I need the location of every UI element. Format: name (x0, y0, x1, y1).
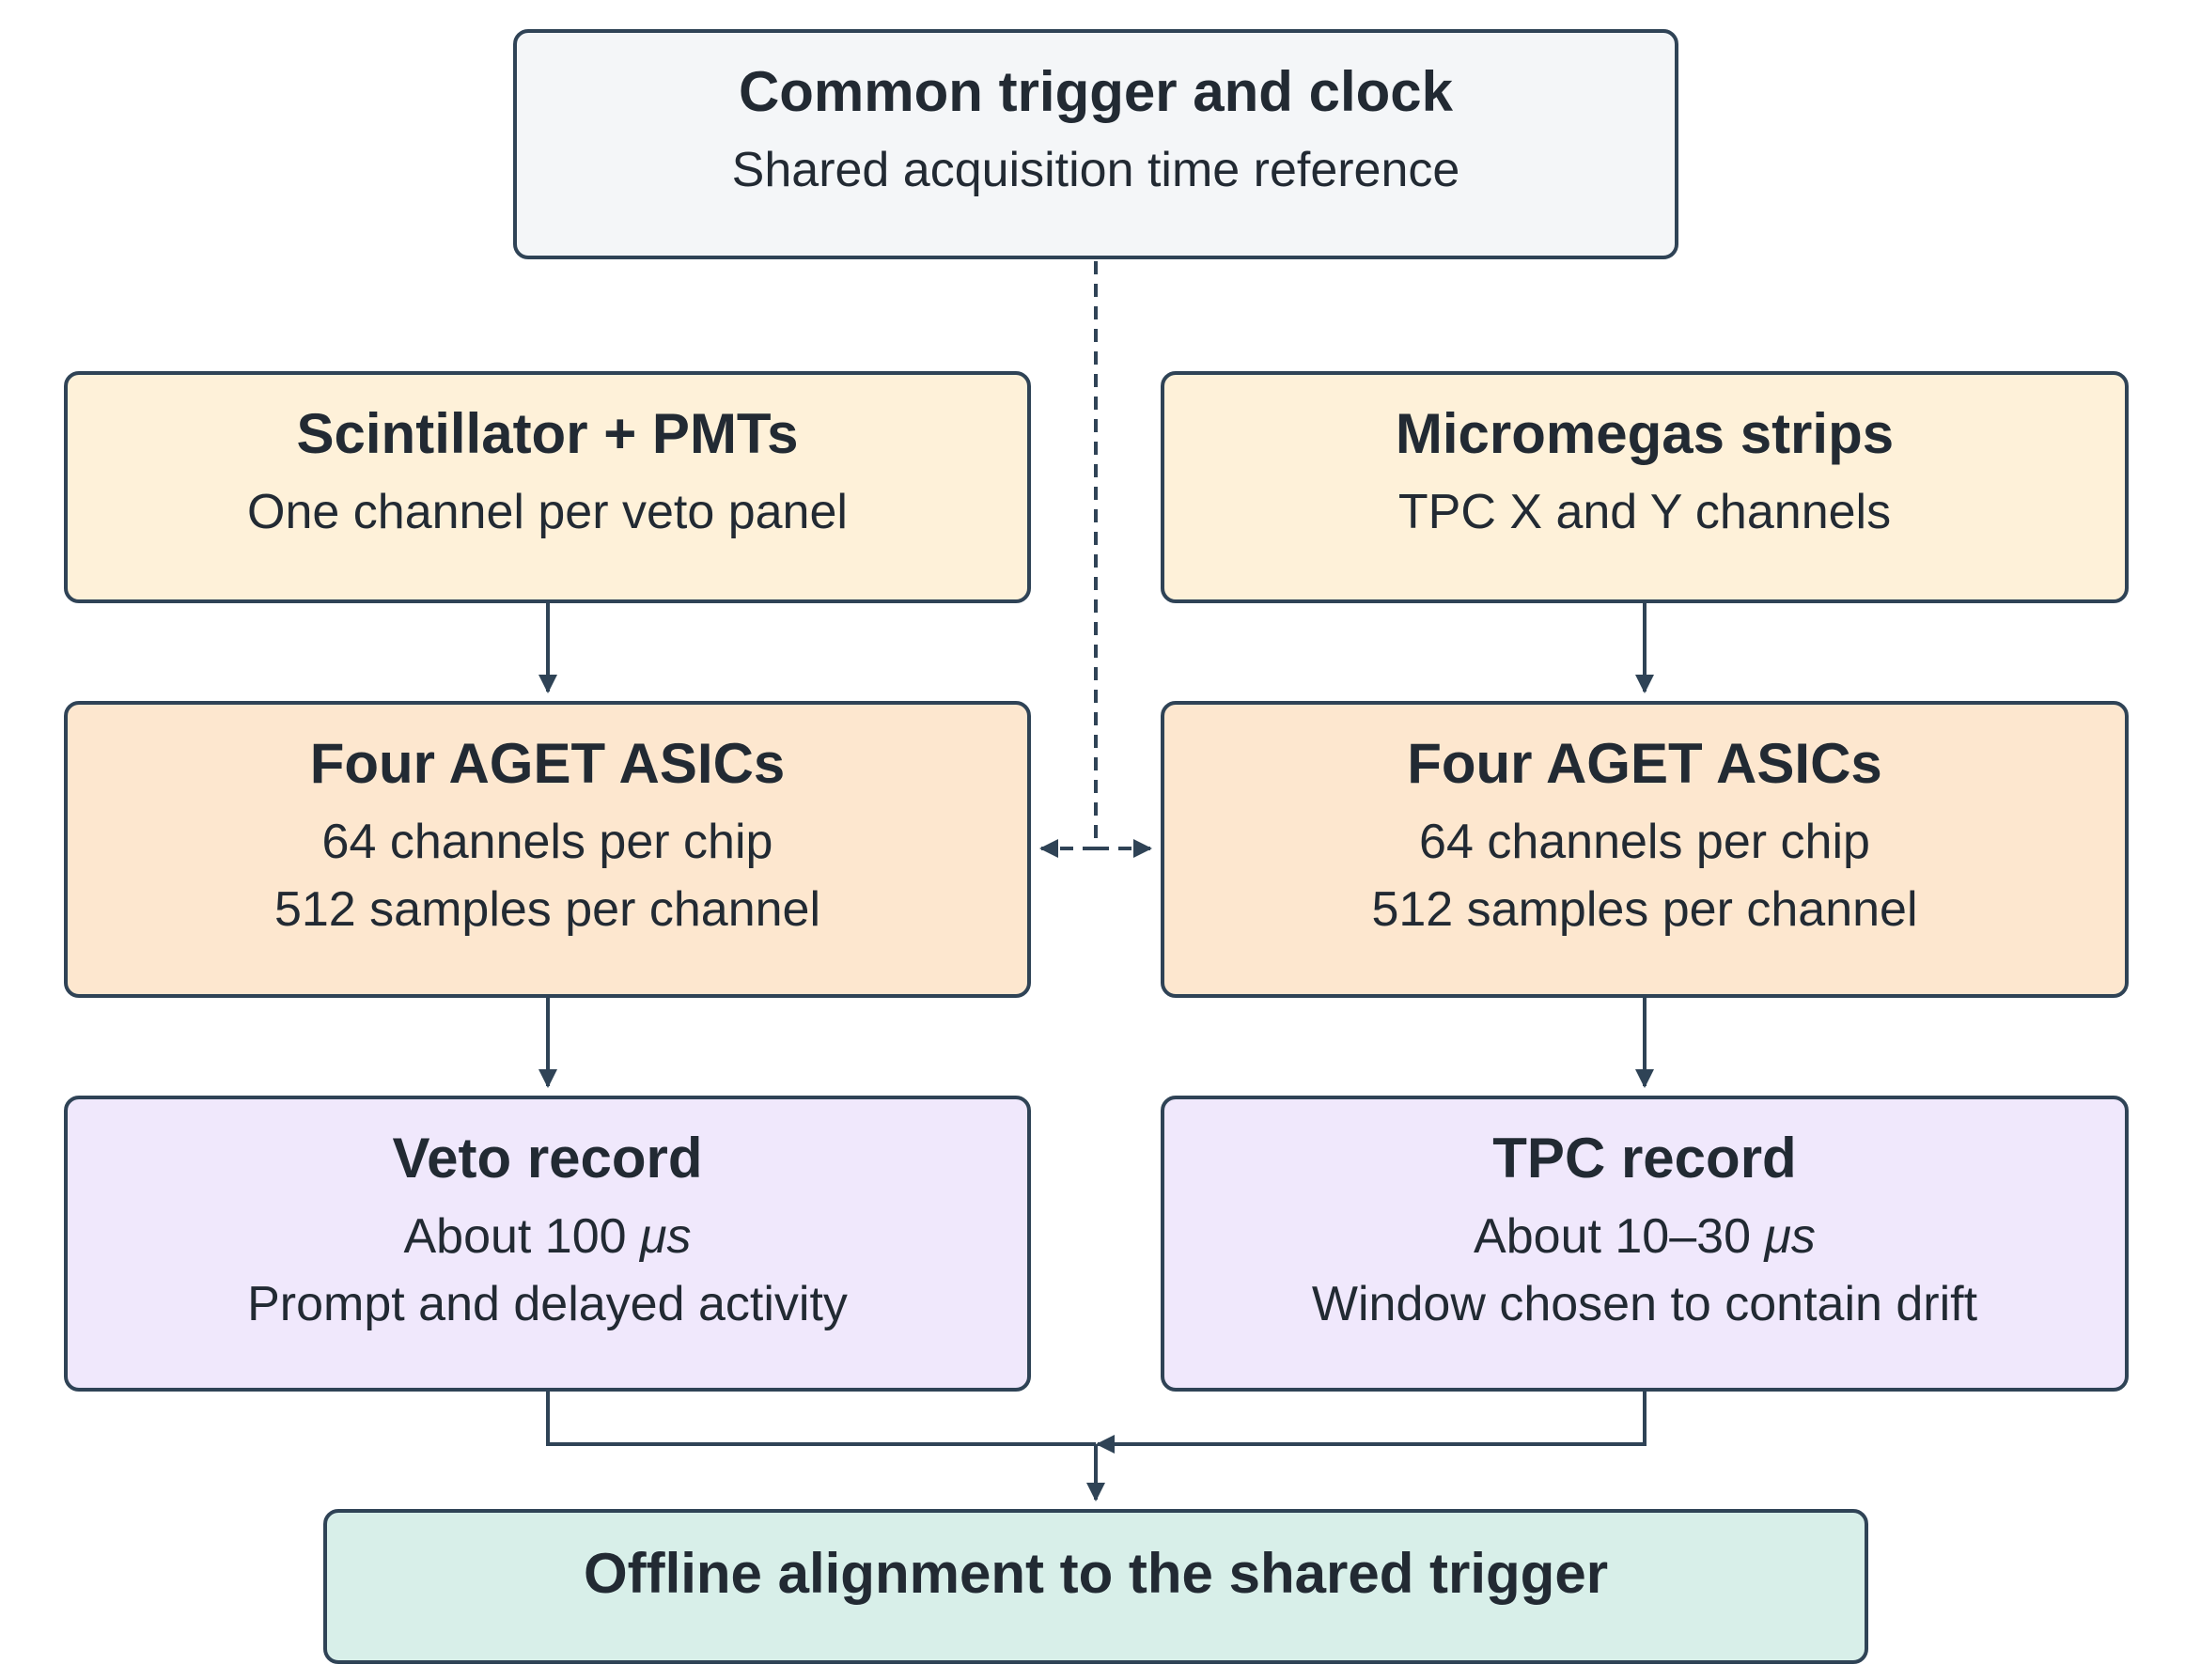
tpc-record-description: Window chosen to contain drift (1311, 1277, 1978, 1331)
micromegas-title: Micromegas strips (1395, 402, 1895, 465)
tpc-record-duration: About 10–30 μs (1474, 1203, 1816, 1270)
tpc-asic-title: Four AGET ASICs (1407, 732, 1882, 795)
tpc-asic-line2: 512 samples per channel (1371, 882, 1918, 937)
veto-record-duration-value: About 100 (403, 1209, 641, 1264)
tpc-asic-line1: 64 channels per chip (1419, 815, 1870, 869)
veto-asic-line1: 64 channels per chip (321, 815, 773, 869)
tpc-asic-box: Four AGET ASICs 64 channels per chip 512… (1161, 701, 2129, 998)
tpc-record-duration-value: About 10–30 (1474, 1209, 1765, 1264)
veto-record-title: Veto record (392, 1127, 703, 1190)
veto-record-description: Prompt and delayed activity (247, 1277, 848, 1331)
scintillator-title: Scintillator + PMTs (296, 402, 799, 465)
scintillator-subtitle: One channel per veto panel (247, 485, 848, 539)
offline-alignment-box: Offline alignment to the shared trigger (323, 1509, 1868, 1664)
tpc-to-offline-connector (1096, 1392, 1647, 1454)
veto-record-box: Veto record About 100 μs Prompt and dela… (64, 1096, 1031, 1392)
trigger-title: Common trigger and clock (738, 60, 1454, 123)
trigger-box: Common trigger and clock Shared acquisit… (513, 29, 1678, 259)
veto-record-duration-unit: μs (640, 1209, 692, 1264)
offline-alignment-title: Offline alignment to the shared trigger (583, 1542, 1609, 1605)
veto-to-offline-connector (546, 1392, 1096, 1446)
micromegas-box: Micromegas strips TPC X and Y channels (1161, 371, 2129, 603)
micromegas-subtitle: TPC X and Y channels (1397, 485, 1892, 539)
tpc-record-title: TPC record (1492, 1127, 1797, 1190)
veto-record-duration: About 100 μs (403, 1203, 691, 1270)
veto-asic-box: Four AGET ASICs 64 channels per chip 512… (64, 701, 1031, 998)
tpc-record-box: TPC record About 10–30 μs Window chosen … (1161, 1096, 2129, 1392)
trigger-subtitle: Shared acquisition time reference (731, 143, 1460, 197)
veto-asic-title: Four AGET ASICs (309, 732, 786, 795)
scintillator-box: Scintillator + PMTs One channel per veto… (64, 371, 1031, 603)
veto-asic-line2: 512 samples per channel (273, 882, 821, 937)
tpc-record-duration-unit: μs (1764, 1209, 1816, 1264)
